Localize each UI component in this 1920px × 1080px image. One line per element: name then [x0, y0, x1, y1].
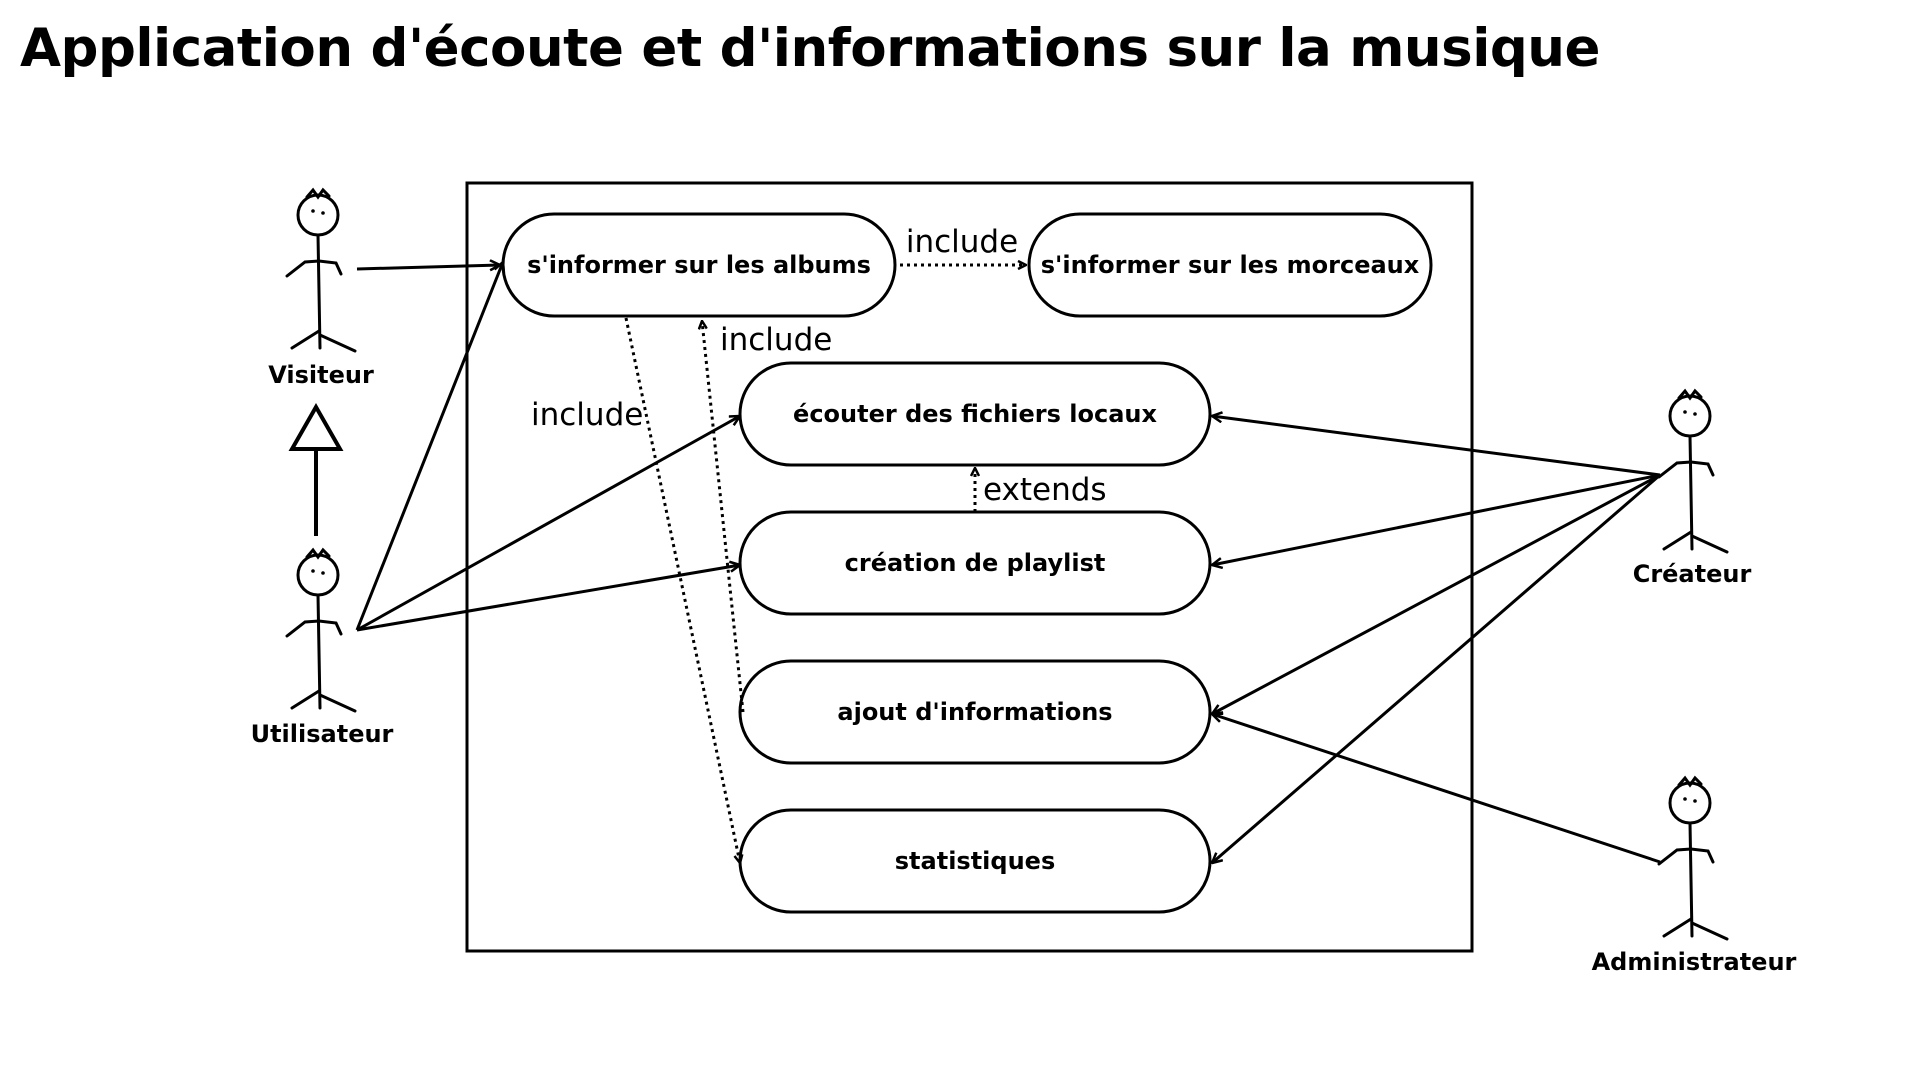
actor-utilisateur-head-icon	[296, 553, 340, 597]
actor-administrateur-label: Administrateur	[1592, 948, 1797, 976]
use-case-albums: s'informer sur les albums	[501, 212, 897, 318]
include-albums-stats-line	[624, 317, 740, 863]
use-case-ecouter-label: écouter des fichiers locaux	[793, 400, 1157, 428]
include-label-mid: include	[720, 322, 832, 358]
use-case-ajout-label: ajout d'informations	[837, 698, 1112, 726]
actor-administrateur-head-icon	[1668, 781, 1712, 825]
assoc-createur-ecouter	[1212, 416, 1661, 477]
use-case-stats: statistiques	[738, 808, 1212, 914]
actor-administrateur	[1657, 775, 1729, 941]
assoc-createur-ajout	[1212, 473, 1661, 716]
assoc-utilisateur-albums	[355, 262, 503, 631]
actor-createur-label: Créateur	[1633, 560, 1752, 588]
assoc-utilisateur-ecouter	[356, 416, 740, 632]
assoc-createur-stats	[1212, 473, 1661, 863]
assoc-visiteur-albums	[356, 265, 500, 269]
actor-utilisateur-label: Utilisateur	[251, 720, 394, 748]
include-ajout-albums-line	[702, 321, 745, 713]
actor-visiteur-head-icon	[296, 193, 340, 237]
actor-visiteur	[285, 187, 357, 353]
use-case-ecouter: écouter des fichiers locaux	[738, 361, 1212, 467]
actor-createur	[1657, 388, 1729, 554]
include-label-top: include	[906, 224, 1018, 260]
use-case-playlist-label: création de playlist	[845, 549, 1106, 577]
actor-visiteur-label: Visiteur	[268, 361, 374, 389]
use-case-stats-label: statistiques	[895, 847, 1055, 875]
use-case-ajout: ajout d'informations	[738, 659, 1212, 765]
assoc-createur-playlist	[1212, 473, 1661, 565]
diagram-title: Application d'écoute et d'informations s…	[20, 18, 1601, 79]
actor-createur-head-icon	[1668, 394, 1712, 438]
extends-label: extends	[983, 472, 1107, 508]
actor-utilisateur	[285, 547, 357, 713]
use-case-morceaux-label: s'informer sur les morceaux	[1041, 251, 1420, 279]
use-case-morceaux: s'informer sur les morceaux	[1027, 212, 1433, 318]
assoc-administrateur-ajout	[1212, 714, 1661, 864]
use-case-albums-label: s'informer sur les albums	[527, 251, 871, 279]
generalization-utilisateur-visiteur	[288, 402, 344, 536]
assoc-utilisateur-playlist	[356, 565, 740, 632]
include-label-left: include	[531, 397, 643, 433]
use-case-playlist: création de playlist	[738, 510, 1212, 616]
